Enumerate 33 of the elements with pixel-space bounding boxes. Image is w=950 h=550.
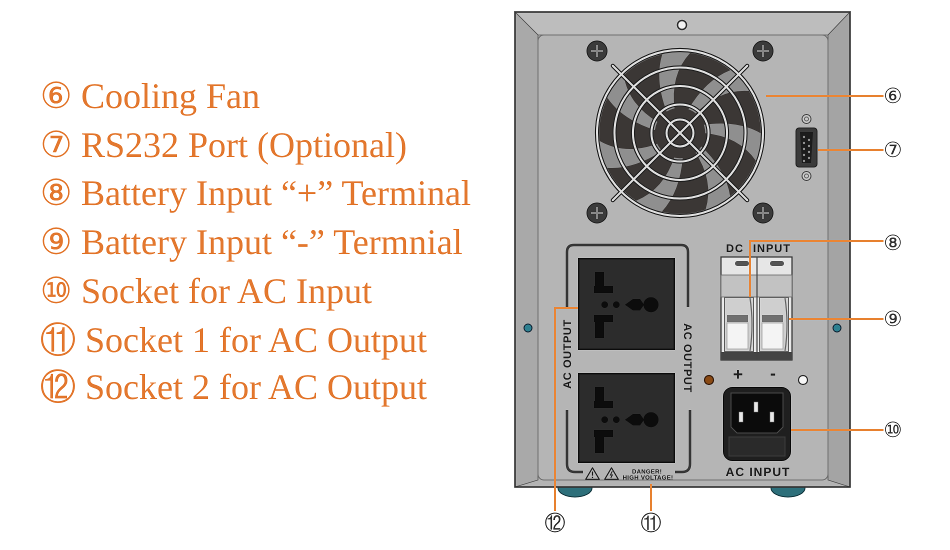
cooling-fan — [594, 47, 766, 219]
panel-label: AC INPUT — [726, 465, 790, 479]
panel-label: AC OUTPUT — [681, 323, 693, 393]
polarity-mark: + — [733, 366, 743, 384]
callout-number: ⑨ — [884, 307, 902, 331]
breaker-switch — [724, 297, 754, 352]
leader-line — [749, 240, 884, 297]
panel-label: AC OUTPUT — [562, 319, 574, 389]
leader-line — [789, 318, 884, 320]
leader-line — [766, 95, 884, 97]
breaker-switch — [759, 297, 789, 352]
leader-line — [554, 307, 578, 511]
part-list-item: ⑥ Cooling Fan — [40, 76, 260, 116]
leader-line — [818, 149, 884, 151]
callout-number: ⑪ — [640, 511, 662, 535]
power-inlet — [723, 387, 791, 461]
power-socket — [578, 258, 675, 350]
callout-number: ⑧ — [884, 231, 902, 255]
callout-number: ⑦ — [884, 138, 902, 162]
part-list-item: ⑧ Battery Input “+” Terminal — [40, 173, 471, 213]
serial-port — [795, 113, 818, 182]
panel-label: DC INPUT — [726, 243, 791, 255]
callout-number: ⑥ — [884, 84, 902, 108]
part-list-item: ⑨ Battery Input “-” Termnial — [40, 222, 463, 262]
polarity-mark: - — [770, 365, 776, 383]
leader-line — [650, 484, 652, 511]
part-list-item: ⑦ RS232 Port (Optional) — [40, 125, 408, 165]
callout-number: ⑫ — [544, 511, 566, 535]
callout-number: ⑩ — [884, 418, 902, 442]
part-list-item: ⑩ Socket for AC Input — [40, 271, 372, 311]
part-list-item: ⑪ Socket 1 for AC Output — [40, 320, 427, 360]
leader-line — [791, 429, 884, 431]
part-list-item: ⑫ Socket 2 for AC Output — [40, 367, 427, 407]
